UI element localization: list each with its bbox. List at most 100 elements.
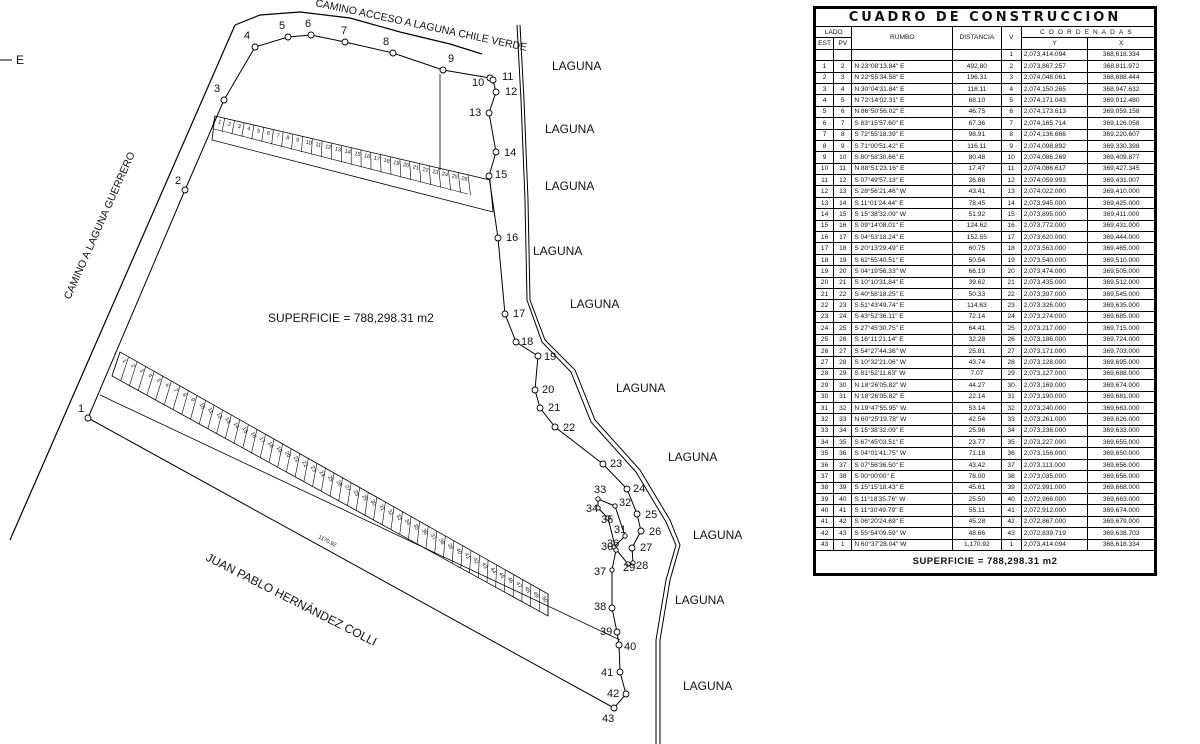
cell-rumbo: S 27°45'30.75" E	[851, 322, 954, 335]
vertex-7-marker	[341, 38, 349, 46]
lot-divider	[303, 458, 309, 482]
lot-divider	[312, 463, 318, 487]
cell-pv: 39	[833, 481, 853, 495]
cell-est: 5	[814, 105, 835, 119]
cell-distancia: 45.61	[952, 481, 1002, 495]
cell-rumbo: N 18°26'05.82" E	[851, 390, 954, 403]
cell-distancia: 32.28	[952, 333, 1002, 346]
vertex-31-marker	[622, 533, 628, 539]
cell-v: 34	[1000, 424, 1022, 438]
cell-rumbo: S 54°27'44.36" W	[851, 344, 954, 358]
cell-x: 369,638.703	[1087, 527, 1155, 540]
lot-divider	[399, 511, 403, 535]
cell-pv: 32	[833, 401, 853, 415]
cell-rumbo: N 30°04'31.84" E	[851, 82, 954, 96]
cell-y: 2,074,173.613	[1020, 105, 1089, 119]
vertex-6-marker	[307, 31, 315, 39]
cell-rumbo: N 60°25'19.78" W	[851, 413, 954, 426]
lot-number: 12	[324, 144, 331, 151]
cell-v: 10	[1000, 151, 1022, 164]
cell-pv: 6	[833, 105, 853, 119]
cell-rumbo: S 04°19'56.33" W	[851, 265, 954, 278]
lot-number: 16	[249, 431, 257, 439]
cell-y: 2,074,059.993	[1020, 174, 1089, 187]
cell-y: 2,073,540.000	[1020, 253, 1089, 267]
cell-distancia: 78.00	[952, 470, 1002, 483]
cell-v: 16	[1000, 219, 1022, 233]
cell-pv: 23	[833, 299, 853, 312]
lot-divider	[390, 506, 395, 530]
cell-pv: 14	[833, 196, 853, 210]
lot-number: 10	[305, 140, 312, 147]
cell-rumbo: S 10°32'21.06" W	[851, 356, 954, 369]
vertex-19-marker	[534, 352, 542, 360]
lot-divider	[181, 390, 189, 415]
cell-x: 369,724.000	[1087, 333, 1155, 346]
vertex-4-label: 4	[244, 30, 250, 42]
cell-rumbo: S 43°52'36.11" E	[851, 310, 954, 324]
vertex-17-marker	[501, 310, 509, 318]
cell-est: 6	[814, 117, 835, 130]
vertex-33-marker	[595, 496, 601, 502]
cell-pv: 5	[833, 94, 853, 107]
lot-divider	[190, 395, 198, 420]
cell-v: 41	[1000, 504, 1022, 517]
cell-y: 2,073,895.000	[1020, 208, 1089, 221]
cell-est: 20	[814, 276, 835, 290]
vertex-22-marker	[551, 423, 559, 431]
cell-x: 369,674.000	[1087, 504, 1155, 517]
cell-pv: 17	[833, 231, 853, 244]
cell-y: 2,073,236.000	[1020, 424, 1089, 438]
cell-x: 369,330.398	[1087, 139, 1155, 153]
vertex-23-label: 23	[610, 458, 622, 470]
cell-est: 13	[814, 196, 835, 210]
vertex-15-marker	[485, 172, 493, 180]
vertex-28-marker	[630, 560, 636, 566]
vertex-2-label: 2	[175, 175, 181, 187]
cell-rumbo: S 15°38'32.09" E	[851, 424, 954, 438]
lot-number: 49	[531, 591, 539, 599]
vertex-29-marker	[625, 561, 631, 567]
vertex-19-label: 19	[544, 351, 556, 363]
cell-est: 31	[814, 401, 835, 415]
cell-y: 2,074,086.269	[1020, 151, 1089, 164]
lot-number: 6	[266, 131, 270, 138]
cell-est: 19	[814, 265, 835, 278]
cell-x: 369,626.000	[1087, 413, 1155, 426]
vertex-8-label: 8	[383, 36, 389, 48]
cell-rumbo: S 20°13'29.49" E	[851, 242, 954, 255]
cell-v: 25	[1000, 322, 1022, 335]
cell-pv: 8	[833, 128, 853, 141]
cell-pv: 37	[833, 458, 853, 472]
cell-y: 2,073,128.000	[1020, 356, 1089, 369]
cell-distancia: 25.81	[952, 344, 1002, 358]
cell-distancia: 98.91	[952, 128, 1002, 141]
vertex-32-label: 32	[619, 497, 631, 509]
cell-y: 2,073,035.000	[1020, 470, 1089, 483]
lot-number: 30	[369, 499, 377, 507]
vertex-8-marker	[389, 49, 397, 57]
lot-number: 26	[461, 176, 468, 183]
cell-distancia: 43.74	[952, 356, 1002, 369]
lot-number: 26	[335, 480, 343, 488]
cell-distancia: 43.41	[952, 185, 1002, 198]
cell-v: 11	[1000, 162, 1022, 176]
lot-divider	[146, 371, 155, 396]
lot-divider	[291, 134, 294, 150]
laguna-label: LAGUNA	[545, 179, 594, 193]
cell-pv: 10	[833, 151, 853, 164]
lot-number: 11	[206, 407, 214, 415]
lot-number: 5	[256, 128, 260, 135]
lot-number: 36	[420, 528, 428, 536]
lot-divider	[277, 443, 283, 468]
lot-number: 13	[223, 417, 231, 425]
vertex-41-label: 41	[601, 667, 613, 679]
